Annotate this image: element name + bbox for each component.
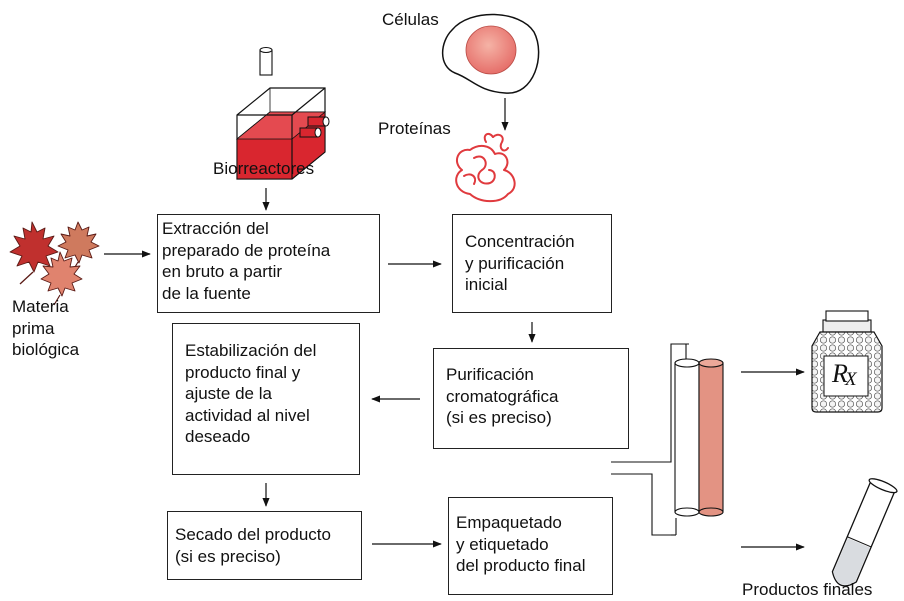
pill-bottle-icon	[811, 310, 883, 413]
bioreactors-label: Biorreactores	[213, 159, 315, 178]
step-extraction-box: Extracción del preparado de proteína en …	[157, 214, 380, 313]
step-concentration-text: Concentración y purificación inicial	[465, 232, 575, 294]
bioreactor-icon	[235, 47, 330, 180]
step-stabilization-box: Estabilización del producto final y ajus…	[172, 323, 360, 475]
step-drying-box: Secado del producto (si es preciso)	[167, 511, 362, 580]
step-packaging-box: Empaquetado y etiquetado del producto fi…	[448, 497, 613, 595]
step-drying-text: Secado del producto (si es preciso)	[175, 525, 331, 566]
step-chromatography-text: Purificación cromatográfica (si es preci…	[446, 365, 559, 427]
raw-material-label: Materia prima biológica	[12, 297, 80, 359]
rx-symbol: R	[832, 359, 848, 388]
step-stabilization-text: Estabilización del producto final y ajus…	[185, 341, 317, 446]
proteins-label: Proteínas	[378, 119, 451, 138]
step-extraction-text: Extracción del preparado de proteína en …	[162, 219, 331, 303]
cells-label: Células	[382, 10, 439, 29]
flow-arrows	[104, 98, 805, 551]
maple-leaves-icon	[9, 221, 100, 306]
rx-subscript: X	[845, 369, 857, 390]
final-products-label: Productos finales	[742, 580, 873, 599]
protein-icon	[455, 132, 516, 203]
test-tube-icon	[831, 478, 898, 587]
rx-label: R X	[828, 357, 868, 393]
step-concentration-box: Concentración y purificación inicial	[452, 214, 612, 313]
chromatography-columns-icon	[611, 343, 724, 536]
cell-icon	[441, 13, 540, 94]
step-packaging-text: Empaquetado y etiquetado del producto fi…	[456, 513, 586, 575]
step-chromatography-box: Purificación cromatográfica (si es preci…	[433, 348, 629, 449]
